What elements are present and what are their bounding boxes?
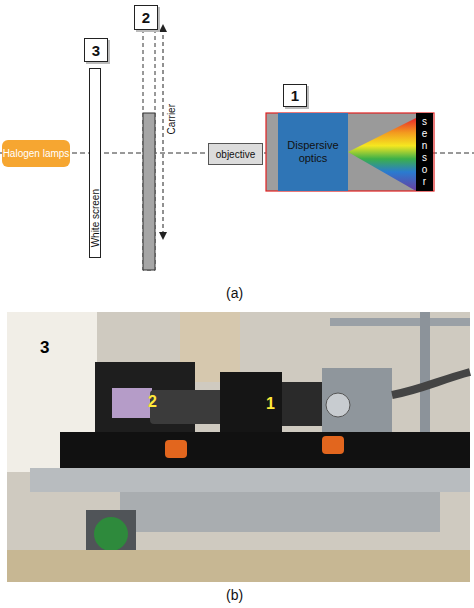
photo-linear-rail [60,432,470,468]
node-text: 3 [92,42,100,59]
photo-knob [165,440,187,458]
dispersed-spectrum [348,118,416,191]
photo-table [7,550,470,582]
photo-shelf [330,318,470,326]
white-screen: White screen [89,68,101,258]
photo-sample-glow [112,388,152,418]
photo-stage [220,372,282,440]
node-text: 1 [291,87,299,104]
photo-shelf-post [420,312,430,432]
photo-cable [392,372,470,395]
photo-knob [322,436,344,454]
camera-outline [266,113,434,191]
callout-number: 1 [266,395,275,413]
node-text: Halogen lamps [3,148,70,159]
photo-spectrograph [282,382,322,426]
photo-objective [150,390,225,424]
objective-box: objective [208,143,263,165]
callout-number: 3 [84,38,108,62]
carrier-motion-arrow [163,28,164,236]
photo-background [7,312,470,582]
node-text: sensor [419,116,430,188]
photo-base-profile [30,468,470,492]
dispersive-optics-box: Dispersive optics [278,113,348,191]
node-text: White screen [90,189,101,247]
callout-number: 1 [283,84,307,107]
callout-number: 3 [40,338,49,358]
panel-label: (b) [226,587,243,603]
photo-camera [322,368,392,442]
photo-camera-fan [326,393,350,417]
node-text: Dispersive optics [281,139,345,165]
callout-number: 2 [134,5,158,30]
node-text: 2 [142,9,150,26]
carrier-bar [143,113,155,270]
spectrum-chamber [348,113,416,191]
photo-lower-profile [120,492,440,532]
carrier-travel-outline [143,20,155,270]
camera-lens-mount [266,113,278,191]
node-text: objective [216,149,255,160]
photo [7,312,470,582]
carrier-label: Carrier [166,104,177,135]
panel-label: (a) [226,285,243,301]
halogen-lamp-box: Halogen lamps [2,140,70,167]
callout-number: 2 [148,393,157,411]
photo-motor-label [94,517,128,551]
sensor-strip: sensor [416,113,433,191]
